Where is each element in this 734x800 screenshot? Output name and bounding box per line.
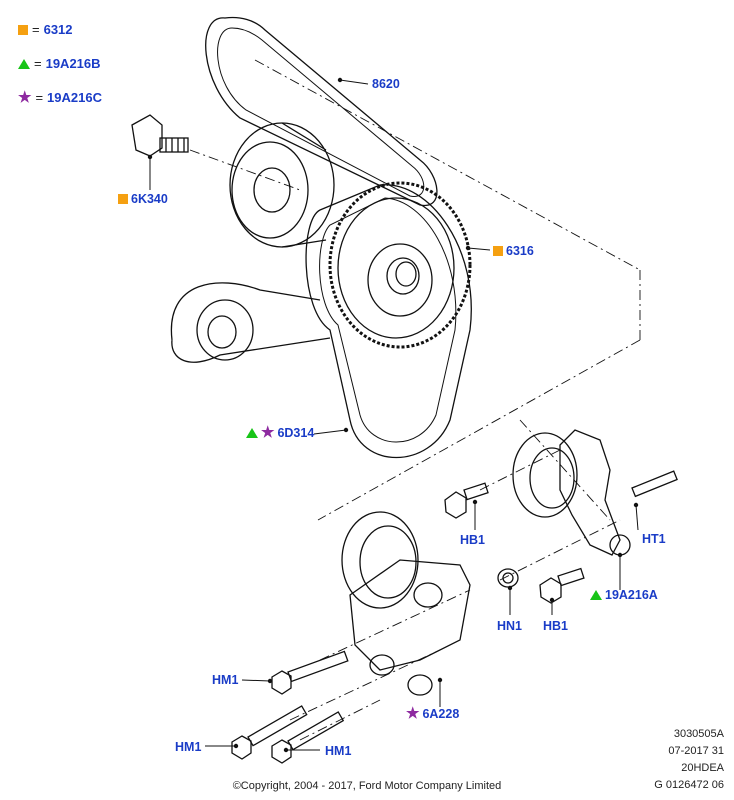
drawing-ref: G 0126472 06 [654,779,724,791]
triangle-symbol-icon [590,590,602,600]
drawing-date: 07-2017 31 [668,745,724,757]
bolt-HB1-lower [539,567,585,604]
part-code: 6D314 [277,426,315,440]
legend-item-19A216C: ★ = 19A216C [18,88,102,106]
legend-equals: = [34,56,42,71]
belt-8620 [205,16,438,207]
part-label-6316[interactable]: 6316 [493,244,534,258]
part-code: HB1 [543,619,569,633]
part-label-HT1[interactable]: HT1 [642,532,666,546]
part-code: 6A228 [422,707,460,721]
part-label-6D314[interactable]: ★ 6D314 [246,424,315,441]
crank-pulley-6316 [328,181,472,349]
part-code: HM1 [212,673,239,687]
bolt-HB1-upper [444,482,489,519]
part-label-19A216A[interactable]: 19A216A [590,588,658,602]
legend-item-6312: = 6312 [18,22,73,37]
square-symbol-icon [493,246,503,256]
square-symbol-icon [118,194,128,204]
bolt-6K340 [131,114,189,157]
part-label-HN1[interactable]: HN1 [497,619,522,633]
square-symbol-icon [18,24,28,35]
star-symbol-icon: ★ [406,705,420,722]
belt-6D314 [170,282,331,363]
bolt-HM1-middle [231,705,308,760]
bolt-HM1-upper [271,650,349,695]
part-label-6K340[interactable]: 6K340 [118,192,168,206]
drawing-model: 20HDEA [681,762,724,774]
legend-item-19A216B: = 19A216B [18,56,101,71]
drawing-id: 3030505A [673,728,724,740]
part-code: HM1 [325,744,352,758]
part-code: HB1 [460,533,486,547]
part-code: 19A216A [605,588,658,602]
part-label-HM1-lower[interactable]: HM1 [325,744,351,758]
assembly-6A228 [341,511,471,696]
idler-pulley-6K340 [229,122,335,248]
part-code: HM1 [175,740,202,754]
part-code: 8620 [372,77,400,91]
bolt-HM1-lower [271,711,345,764]
part-label-HM1-middle[interactable]: HM1 [175,740,201,754]
legend-equals: = [35,90,44,105]
triangle-symbol-icon [18,58,30,69]
centerline-group [189,59,641,741]
part-code: HT1 [642,532,666,546]
leader-lines [149,79,639,751]
triangle-symbol-icon [246,428,258,438]
nut-HN1 [497,568,519,588]
tensioner-19A216A [512,429,631,556]
legend-equals: = [32,22,40,37]
legend-code: 6312 [43,22,73,37]
part-code: 6316 [506,244,534,258]
part-label-8620[interactable]: 8620 [372,77,400,91]
legend-code: 19A216C [47,90,102,105]
lower-idler [196,299,254,361]
part-label-6A228[interactable]: ★ 6A228 [406,705,460,722]
legend-code: 19A216B [45,56,101,71]
part-label-HB1-lower[interactable]: HB1 [543,619,568,633]
stud-HT1 [631,470,678,498]
part-code: 6K340 [131,192,168,206]
star-symbol-icon: ★ [261,424,275,441]
part-code: HN1 [497,619,523,633]
part-label-HM1-upper[interactable]: HM1 [212,673,238,687]
star-symbol-icon: ★ [18,88,32,106]
part-label-HB1-upper[interactable]: HB1 [460,533,485,547]
copyright-notice: ©Copyright, 2004 - 2017, Ford Motor Comp… [232,780,502,792]
